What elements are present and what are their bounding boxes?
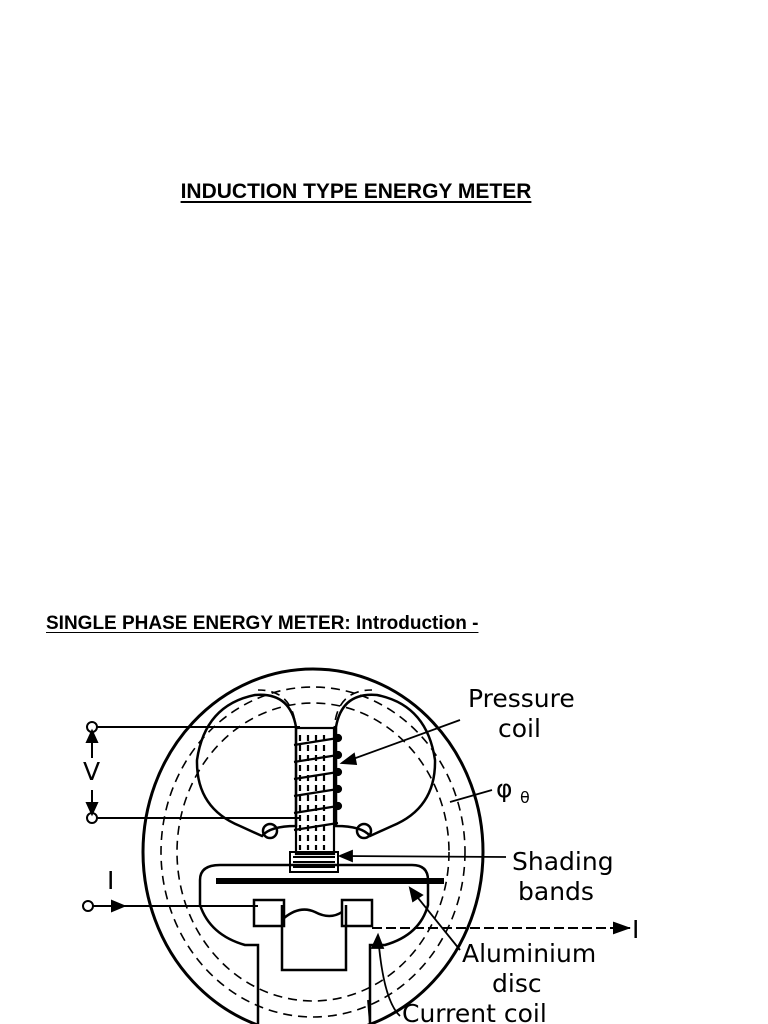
- leader-lines: [337, 719, 507, 1024]
- label-phi: φ: [496, 774, 513, 803]
- voltage-terminals: [85, 721, 300, 824]
- label-pressure-coil-line1: Pressure: [468, 684, 575, 713]
- label-current-left: I: [107, 866, 114, 895]
- lower-magnet: [198, 863, 430, 1024]
- outer-frame: [141, 667, 485, 1024]
- section-heading: SINGLE PHASE ENERGY METER: Introduction …: [46, 613, 479, 634]
- label-pressure-coil-line2: coil: [498, 714, 541, 743]
- energy-meter-diagram: Pressure coil φ θ V I I Shading bands Al…: [82, 667, 639, 1024]
- label-shading-line2: bands: [518, 877, 594, 906]
- upper-magnet: [195, 693, 437, 840]
- label-voltage: V: [83, 757, 100, 786]
- page-title: INDUCTION TYPE ENERGY METER: [180, 180, 532, 203]
- current-terminals: [82, 899, 631, 935]
- label-aluminium-line1: Aluminium: [462, 939, 596, 968]
- pressure-coil: [293, 726, 343, 856]
- label-current-coil: Current coil: [402, 999, 547, 1024]
- label-phi-subscript: θ: [520, 788, 530, 807]
- label-shading-line1: Shading: [512, 847, 614, 876]
- label-current-right: I: [632, 915, 639, 944]
- aluminium-disc: [216, 878, 444, 884]
- label-aluminium-line2: disc: [492, 969, 542, 998]
- shading-bands: [289, 851, 339, 873]
